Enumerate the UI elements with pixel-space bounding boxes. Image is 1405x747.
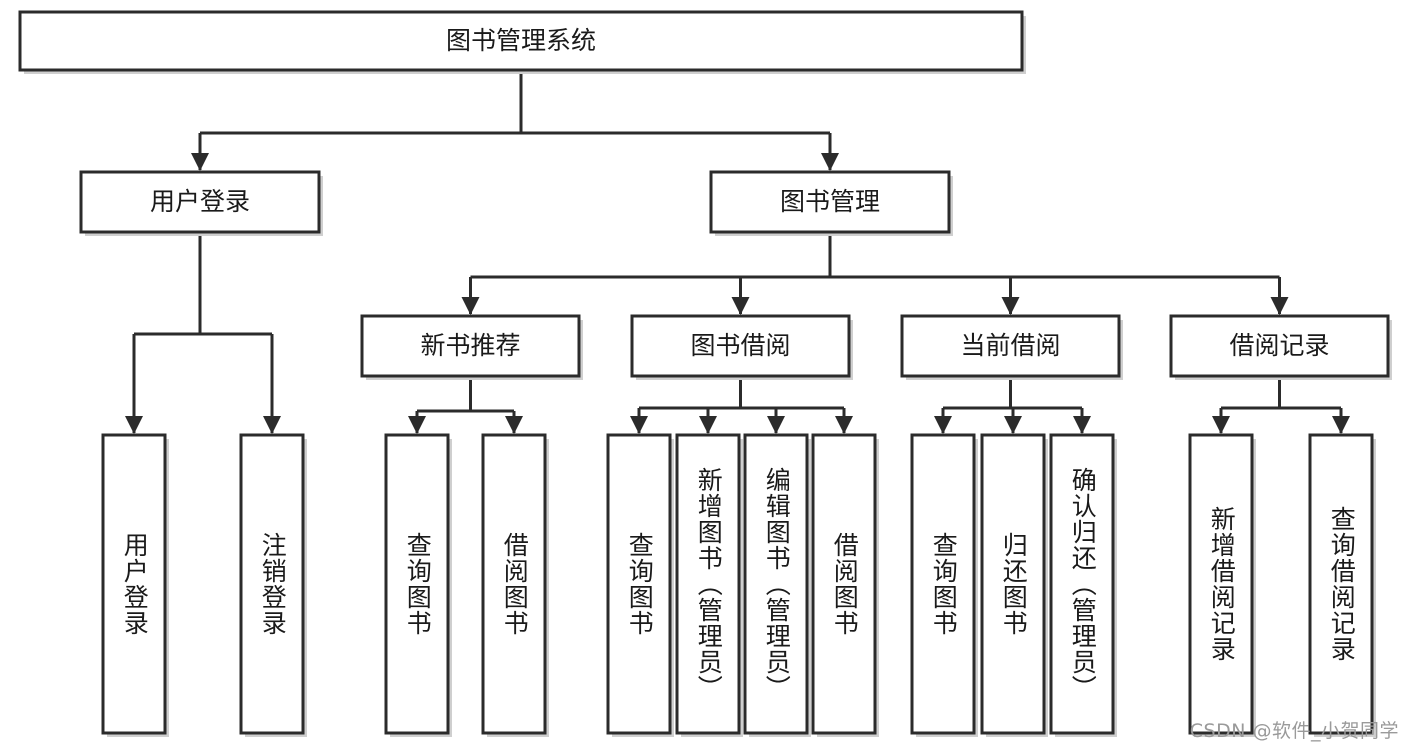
node-label-current-borrow: 当前借阅 (960, 331, 1060, 360)
node-box-book-manage[interactable] (709, 170, 951, 234)
node-label-borrow-record: 借阅记录 (1229, 331, 1329, 360)
node-label-book-borrow: 图书借阅 (690, 331, 790, 360)
node-box-leaf-rec-add[interactable] (1188, 433, 1254, 735)
node-box-leaf-rec-search[interactable] (1308, 433, 1374, 735)
edge-arrowhead (699, 416, 717, 434)
edge-arrowhead (1270, 297, 1289, 315)
edge-arrowhead (125, 416, 143, 434)
edge-arrowhead (767, 416, 785, 434)
node-box-leaf-user-logout[interactable] (239, 433, 305, 735)
edge-arrowhead (461, 297, 480, 315)
edge-arrowhead (1001, 297, 1020, 315)
node-label-new-book-rec: 新书推荐 (420, 331, 520, 360)
node-box-leaf-borrow-query[interactable] (606, 433, 672, 735)
node-box-leaf-cur-return[interactable] (980, 433, 1046, 735)
node-box-leaf-borrow-add[interactable] (675, 433, 741, 735)
edge-arrowhead (821, 153, 839, 171)
edge-arrowhead (835, 416, 853, 434)
edge-arrowhead (1332, 416, 1350, 434)
node-box-book-borrow[interactable] (630, 314, 851, 378)
node-box-leaf-cur-confirm[interactable] (1049, 433, 1115, 735)
node-box-user-login[interactable] (79, 170, 321, 234)
edge-arrowhead (1004, 416, 1022, 434)
edges-layer (125, 70, 1350, 434)
edge-arrowhead (1073, 416, 1091, 434)
node-box-new-book-rec[interactable] (360, 314, 581, 378)
watermark-text: CSDN @软件_小贺同学 (1189, 720, 1399, 742)
boxes-layer (18, 10, 1392, 737)
node-box-leaf-rec-borrow[interactable] (481, 433, 547, 735)
node-box-current-borrow[interactable] (900, 314, 1121, 378)
node-label-root: 图书管理系统 (446, 26, 596, 55)
edge-arrowhead (934, 416, 952, 434)
edge-arrowhead (630, 416, 648, 434)
node-box-leaf-user-login[interactable] (101, 433, 167, 735)
node-box-leaf-borrow-do[interactable] (811, 433, 877, 735)
node-label-user-login: 用户登录 (150, 187, 250, 216)
node-box-leaf-cur-query[interactable] (910, 433, 976, 735)
node-box-borrow-record[interactable] (1169, 314, 1390, 378)
edge-arrowhead (263, 416, 281, 434)
node-box-leaf-borrow-edit[interactable] (743, 433, 809, 735)
edge-arrowhead (505, 416, 523, 434)
edge-arrowhead (1212, 416, 1230, 434)
node-label-book-manage: 图书管理 (780, 187, 880, 216)
edge-arrowhead (408, 416, 426, 434)
edge-arrowhead (731, 297, 750, 315)
edge-arrowhead (191, 153, 209, 171)
node-box-root[interactable] (18, 10, 1024, 72)
node-box-leaf-rec-query[interactable] (384, 433, 450, 735)
